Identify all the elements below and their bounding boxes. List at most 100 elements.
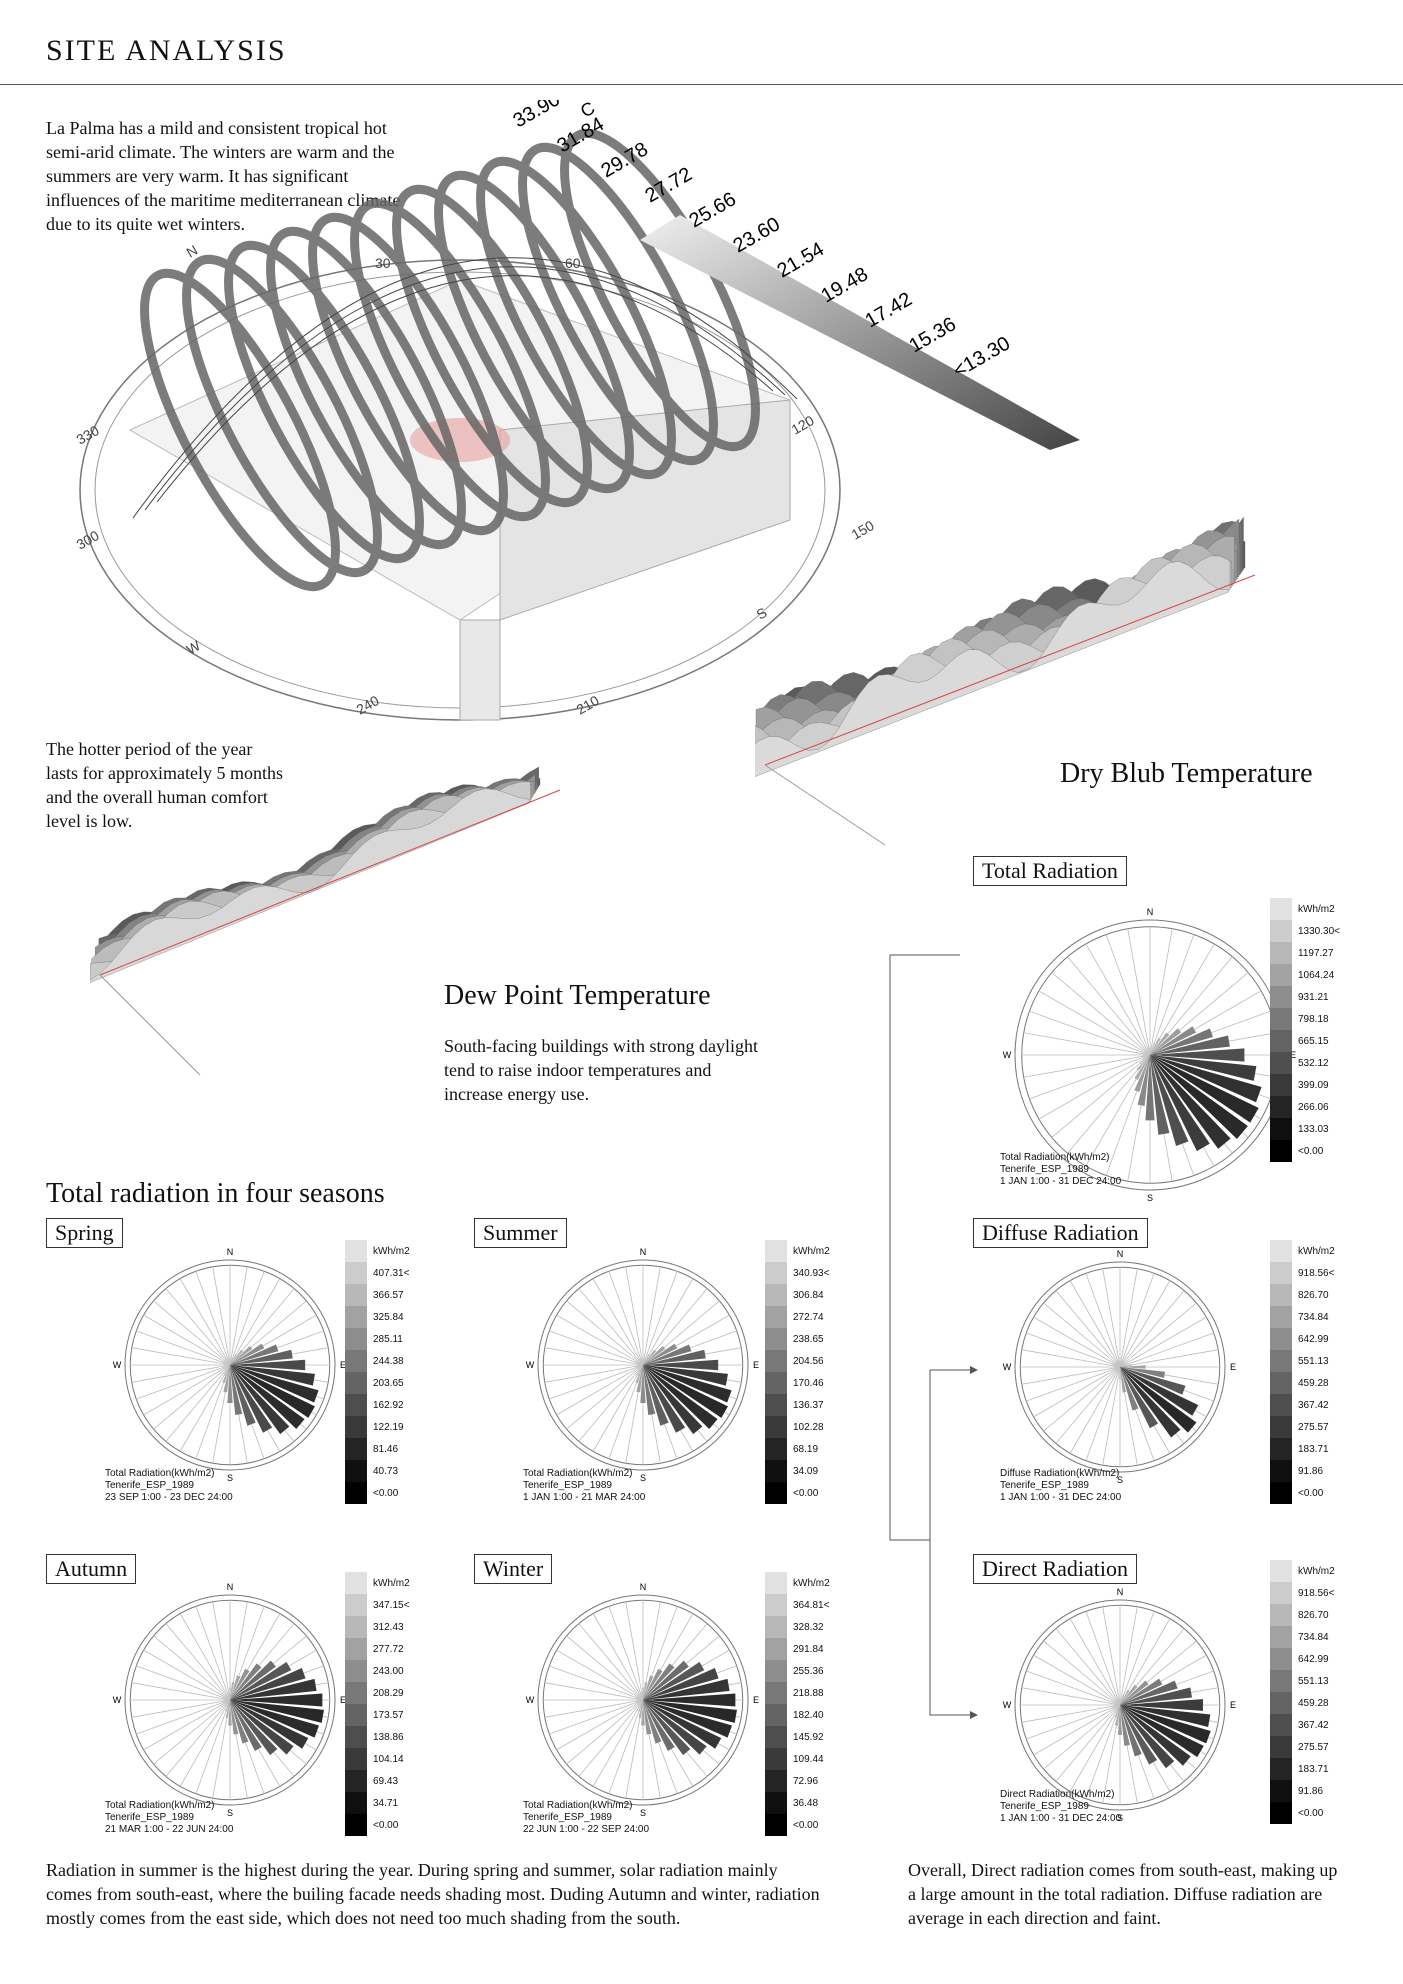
autumn-rose-petal: [226, 1700, 230, 1705]
autumn-rose-petal: [224, 1700, 230, 1704]
summer-rose-spoke: [544, 1364, 644, 1383]
winter-rose-petal: [642, 1687, 644, 1700]
total-rose-petal: [1134, 1055, 1150, 1080]
autumn-legend-label: 243.00: [373, 1665, 404, 1677]
winter-rose-petal: [639, 1695, 643, 1700]
total-rose-spoke: [1149, 934, 1195, 1056]
summer-legend-swatch: [765, 1306, 787, 1328]
autumn-legend-swatch: [345, 1660, 367, 1682]
spring-rose-spoke: [136, 1364, 231, 1400]
direct-legend-row: kWh/m2: [1270, 1560, 1335, 1582]
autumn-rose-petal: [230, 1675, 241, 1700]
diffuse-legend-row: kWh/m2: [1270, 1240, 1335, 1262]
summer-legend-label: 204.56: [793, 1355, 824, 1367]
diffuse-rose-petal: [1115, 1367, 1120, 1371]
summer-legend-label: 340.93<: [793, 1267, 830, 1279]
total-rose-petal: [1144, 1049, 1150, 1055]
spring-rose-petal: [224, 1365, 230, 1368]
total-legend-row: <0.00: [1270, 1140, 1340, 1162]
diffuse-rose-spoke: [1069, 1280, 1121, 1368]
total-rose-petal: [1150, 1032, 1170, 1055]
summer-rose-spoke: [556, 1314, 644, 1366]
direct-caption-line: 1 JAN 1:00 - 31 DEC 24:00: [1000, 1813, 1122, 1824]
diffuse-rose-petal: [1116, 1367, 1120, 1372]
winter-rose-spoke: [608, 1699, 644, 1794]
spring-legend-label: 407.31<: [373, 1267, 410, 1279]
direct-caption: Direct Radiation(kWh/m2)Tenerife_ESP_198…: [1000, 1789, 1121, 1825]
diffuse-legend-label: 183.71: [1298, 1443, 1329, 1455]
winter-rose-petal: [643, 1660, 689, 1700]
direct-rose-spoke: [1026, 1670, 1121, 1706]
spring-compass-w: W: [113, 1360, 122, 1370]
direct-rose-petal: [1120, 1680, 1178, 1705]
diffuse-legend-row: 826.70: [1270, 1284, 1335, 1306]
spring-rose-petal: [230, 1365, 243, 1416]
total-rose-petal: [1142, 1054, 1150, 1056]
total-caption-line: 1 JAN 1:00 - 31 DEC 24:00: [1000, 1176, 1122, 1187]
summer-legend-swatch: [765, 1394, 787, 1416]
summer-legend-row: kWh/m2: [765, 1240, 830, 1262]
summer-label: Summer: [474, 1218, 567, 1248]
sun-path-loop: [392, 184, 592, 508]
autumn-rose-spoke: [153, 1699, 231, 1765]
autumn-legend-row: 347.15<: [345, 1594, 410, 1616]
diffuse-legend-row: 459.28: [1270, 1372, 1335, 1394]
svg-text:60: 60: [565, 255, 581, 271]
diffuse-rose-ring: [1014, 1261, 1226, 1473]
diffuse-rose-petal: [1118, 1367, 1120, 1373]
direct-legend-label: <0.00: [1298, 1807, 1324, 1819]
direct-legend-row: 275.57: [1270, 1736, 1335, 1758]
winter-rose-spoke: [549, 1665, 644, 1701]
autumn-legend-row: <0.00: [345, 1814, 410, 1836]
autumn-legend-label: 208.29: [373, 1687, 404, 1699]
autumn-legend-row: kWh/m2: [345, 1572, 410, 1594]
summer-legend-swatch: [765, 1482, 787, 1504]
diffuse-rose-spoke: [1055, 1366, 1121, 1444]
diffuse-rose-petal: [1120, 1367, 1166, 1378]
spring-caption-line: 23 SEP 1:00 - 23 DEC 24:00: [105, 1492, 233, 1503]
direct-legend-label: 459.28: [1298, 1697, 1329, 1709]
spring-rose-spoke: [229, 1271, 265, 1366]
direct-legend-row: 459.28: [1270, 1692, 1335, 1714]
svg-text:30: 30: [375, 255, 391, 271]
summer-rose-petal: [643, 1344, 692, 1365]
winter-legend-swatch: [765, 1572, 787, 1594]
autumn-rose-petal: [230, 1661, 292, 1700]
direct-rose-spoke: [1102, 1606, 1121, 1706]
summer-rose-spoke: [578, 1364, 644, 1442]
total-legend-label: 532.12: [1298, 1057, 1329, 1069]
winter-legend-label: 218.88: [793, 1687, 824, 1699]
diffuse-legend-swatch: [1270, 1438, 1292, 1460]
spring-caption-line: Total Radiation(kWh/m2): [105, 1468, 215, 1479]
winter-rose-petal: [643, 1682, 648, 1700]
total-legend-row: 1064.24: [1270, 964, 1340, 986]
direct-rose-petal: [1114, 1703, 1120, 1705]
summer-rose-spoke: [625, 1266, 644, 1366]
sunpath-legend-value: <13.30: [950, 332, 1014, 382]
diffuse-rose-petal: [1119, 1361, 1121, 1367]
dew-point-surface: [90, 766, 541, 983]
spring-rose-spoke: [179, 1278, 231, 1366]
direct-rose-spoke: [1043, 1704, 1121, 1770]
summer-rose-spoke: [592, 1278, 644, 1366]
summer-caption-line: 1 JAN 1:00 - 21 MAR 24:00: [523, 1492, 646, 1503]
autumn-legend-swatch: [345, 1770, 367, 1792]
direct-label: Direct Radiation: [973, 1554, 1138, 1584]
summer-rose-petal: [643, 1365, 703, 1435]
total-caption: Total Radiation(kWh/m2)Tenerife_ESP_1989…: [1000, 1152, 1121, 1188]
summer-legend-swatch: [765, 1460, 787, 1482]
total-legend-swatch: [1270, 898, 1292, 920]
seasons-heading: Total radiation in four seasons: [46, 1178, 385, 1209]
summer-rose-petal: [643, 1359, 719, 1371]
diffuse-caption-line: Diffuse Radiation(kWh/m2): [1000, 1468, 1120, 1479]
autumn-rose-petal: [230, 1700, 309, 1749]
summer-rose-petal: [640, 1359, 643, 1365]
summer-rose-petal: [636, 1365, 643, 1377]
summer-rose-petal: [642, 1359, 644, 1365]
autumn-rose-petal: [229, 1687, 231, 1700]
autumn-rose-spoke: [212, 1601, 231, 1701]
direct-rose-spoke: [1021, 1704, 1121, 1723]
diffuse-rose-spoke: [1119, 1290, 1185, 1368]
